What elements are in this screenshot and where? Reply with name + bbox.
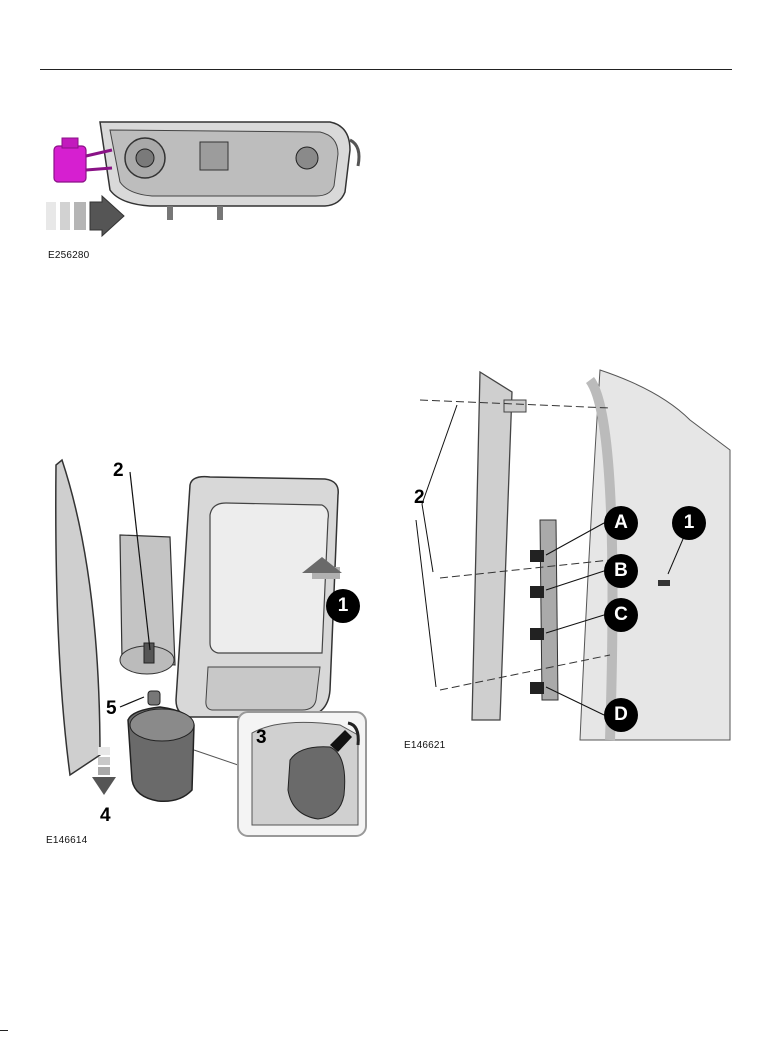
callout-3: 3 [256,728,267,747]
figure-e146614: 2 1 5 3 4 E146614 [40,455,375,850]
callout-a: A [604,506,638,540]
rear-lamp-illustration [400,360,730,760]
callout-c: C [604,598,638,632]
callout-5: 5 [106,699,117,718]
callout-b: B [604,554,638,588]
rotate-arrow-icon [40,110,360,270]
callout-d: D [604,698,638,732]
header-rule [40,69,732,70]
figure-code: E146621 [404,740,445,751]
mirror-assembly-illustration [40,455,375,850]
callout-2: 2 [414,488,425,507]
callout-1: 1 [326,589,360,623]
figure-code: E146614 [46,835,87,846]
callout-2: 2 [113,461,124,480]
callout-1: 1 [672,506,706,540]
figure-e146621: 2 A B C D 1 E146621 [400,360,730,760]
callout-4: 4 [100,806,111,825]
footer-rule [0,1030,8,1031]
figure-e256280: E256280 [40,110,360,270]
figure-code: E256280 [48,250,89,261]
